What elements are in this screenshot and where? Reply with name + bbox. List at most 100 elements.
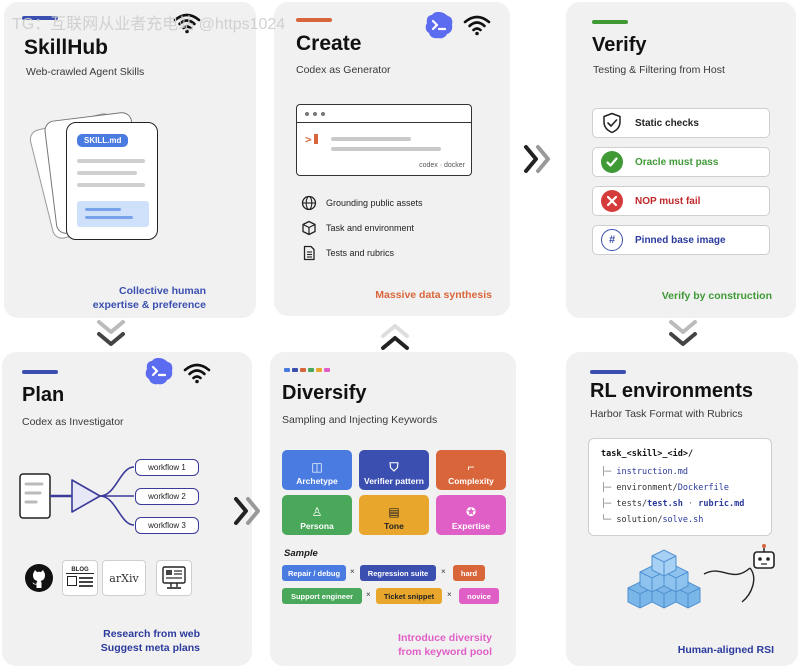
- create-item-tests: Tests and rubrics: [300, 244, 394, 262]
- plan-panel: Plan Codex as Investigator workflow 1 wo…: [2, 352, 252, 666]
- times-sign: ×: [350, 567, 355, 576]
- create-subtitle: Codex as Generator: [296, 64, 391, 76]
- verify-panel: Verify Testing & Filtering from Host Sta…: [566, 2, 796, 318]
- chevron-down-icon: [97, 320, 125, 346]
- cubes-and-robot-illustration: [627, 544, 775, 609]
- codex-icon: [425, 12, 453, 39]
- chip-hard: hard: [453, 565, 485, 581]
- terminal-caption: codex · docker: [419, 162, 465, 169]
- check-label: Oracle must pass: [635, 156, 719, 168]
- arxiv-logo: arXiv: [102, 560, 146, 596]
- plan-title: Plan: [22, 384, 65, 406]
- rl-env-footer: Human-aligned RSI: [677, 644, 774, 656]
- chevron-right-icon: [234, 497, 260, 525]
- diversify-footer-line2: from keyword pool: [398, 645, 492, 658]
- tile-tone: ▤ Tone: [359, 495, 429, 535]
- cube-icon: [300, 219, 318, 237]
- tree-row-environment: ├─ environment/Dockerfile: [601, 483, 729, 493]
- times-sign: ×: [366, 590, 371, 599]
- skill-doc-front: SKILL.md: [66, 122, 158, 240]
- document-icon: [300, 244, 318, 262]
- tile-verifier-pattern: ⛉ Verifier pattern: [359, 450, 429, 490]
- plan-accent-bar: [22, 370, 58, 374]
- create-title: Create: [296, 32, 362, 55]
- speech-bubble-icon: ▤: [388, 505, 400, 519]
- create-accent-bar: [296, 18, 332, 22]
- badge-icon: ✪: [465, 505, 477, 519]
- skillhub-footer-line1: Collective human: [119, 285, 206, 297]
- rl-env-subtitle: Harbor Task Format with Rubrics: [590, 408, 743, 420]
- globe-icon: [300, 194, 318, 212]
- workflow-box-2: workflow 2: [135, 488, 199, 505]
- skillhub-footer-line2: expertise & preference: [92, 298, 206, 311]
- verify-footer: Verify by construction: [661, 290, 772, 302]
- check-label: Pinned base image: [635, 234, 726, 246]
- rl-env-accent-bar: [590, 370, 626, 374]
- plan-footer-line1: Research from web: [103, 628, 200, 640]
- doc-line: [77, 183, 145, 187]
- tree-row-tests: ├─ tests/test.sh · rubric.md: [601, 499, 745, 509]
- create-item-label: Grounding public assets: [326, 198, 423, 208]
- skillhub-subtitle: Web-crawled Agent Skills: [26, 66, 145, 78]
- terminal-prompt-icon: >: [305, 133, 318, 146]
- verify-title: Verify: [592, 34, 647, 56]
- github-icon: [22, 560, 56, 596]
- tile-complexity: ⌐ Complexity: [436, 450, 506, 490]
- rl-env-panel: RL environments Harbor Task Format with …: [566, 352, 798, 666]
- blog-icon-text: BLOG: [66, 567, 94, 574]
- tile-label: Expertise: [451, 521, 491, 531]
- archetype-icon: ◫: [311, 460, 323, 474]
- create-panel: Create Codex as Generator > codex · dock…: [274, 2, 510, 316]
- diversify-subtitle: Sampling and Injecting Keywords: [282, 414, 438, 426]
- plan-subtitle: Codex as Investigator: [22, 416, 124, 428]
- doc-line: [77, 159, 145, 163]
- verify-subtitle: Testing & Filtering from Host: [593, 64, 725, 76]
- create-footer: Massive data synthesis: [375, 289, 492, 301]
- diversify-title: Diversify: [282, 382, 367, 404]
- person-icon: ♙: [311, 505, 323, 519]
- robot-icon: [753, 544, 775, 569]
- times-sign: ×: [447, 590, 452, 599]
- workflow-box-1: workflow 1: [135, 459, 199, 476]
- check-nop: NOP must fail: [592, 186, 770, 216]
- create-item-label: Task and environment: [326, 223, 415, 233]
- workflow-box-3: workflow 3: [135, 517, 199, 534]
- terminal-line: [331, 147, 441, 151]
- x-circle-icon: [601, 190, 623, 212]
- verify-accent-bar: [592, 20, 628, 24]
- plan-footer-line2: Suggest meta plans: [100, 641, 200, 654]
- arxiv-logo-text: arXiv: [109, 571, 139, 585]
- chip-repair-debug: Repair / debug: [282, 565, 346, 581]
- tile-label: Complexity: [448, 476, 494, 486]
- tree-row-solution: └─ solution/solve.sh: [601, 515, 704, 525]
- skill-md-badge: SKILL.md: [77, 134, 129, 147]
- watermark-text: TG：互联网从业者充电站 @https1024: [12, 16, 286, 33]
- diversify-footer-line1: Introduce diversity: [398, 632, 492, 644]
- plan-footer: Research from web Suggest meta plans: [101, 628, 200, 655]
- times-sign: ×: [441, 567, 446, 576]
- tile-persona: ♙ Persona: [282, 495, 352, 535]
- blog-icon: BLOG: [62, 560, 98, 596]
- chevron-right-icon: [524, 145, 550, 173]
- diversify-panel: Diversify Sampling and Injecting Keyword…: [270, 352, 516, 666]
- hash-icon: #: [601, 229, 623, 251]
- planning-funnel-diagram: [19, 466, 135, 526]
- skillhub-title: SkillHub: [24, 36, 109, 59]
- create-item-label: Tests and rubrics: [326, 248, 395, 258]
- shield-check-icon: [601, 112, 623, 134]
- check-pinned: # Pinned base image: [592, 225, 770, 255]
- diversify-footer: Introduce diversity from keyword pool: [398, 632, 492, 659]
- sample-label: Sample: [284, 548, 318, 559]
- shield-icon: ⛉: [389, 460, 399, 474]
- chevron-up-icon: [381, 324, 409, 350]
- check-circle-icon: [601, 151, 623, 173]
- terminal-line: [331, 137, 411, 141]
- diversify-accent-dots: [284, 368, 330, 372]
- wifi-icon: [463, 15, 491, 36]
- chip-support-engineer: Support engineer: [282, 588, 362, 604]
- tile-label: Verifier pattern: [364, 476, 424, 486]
- create-item-grounding: Grounding public assets: [300, 194, 423, 212]
- wifi-icon: [173, 13, 201, 34]
- chip-regression-suite: Regression suite: [360, 565, 436, 581]
- check-label: NOP must fail: [635, 195, 701, 207]
